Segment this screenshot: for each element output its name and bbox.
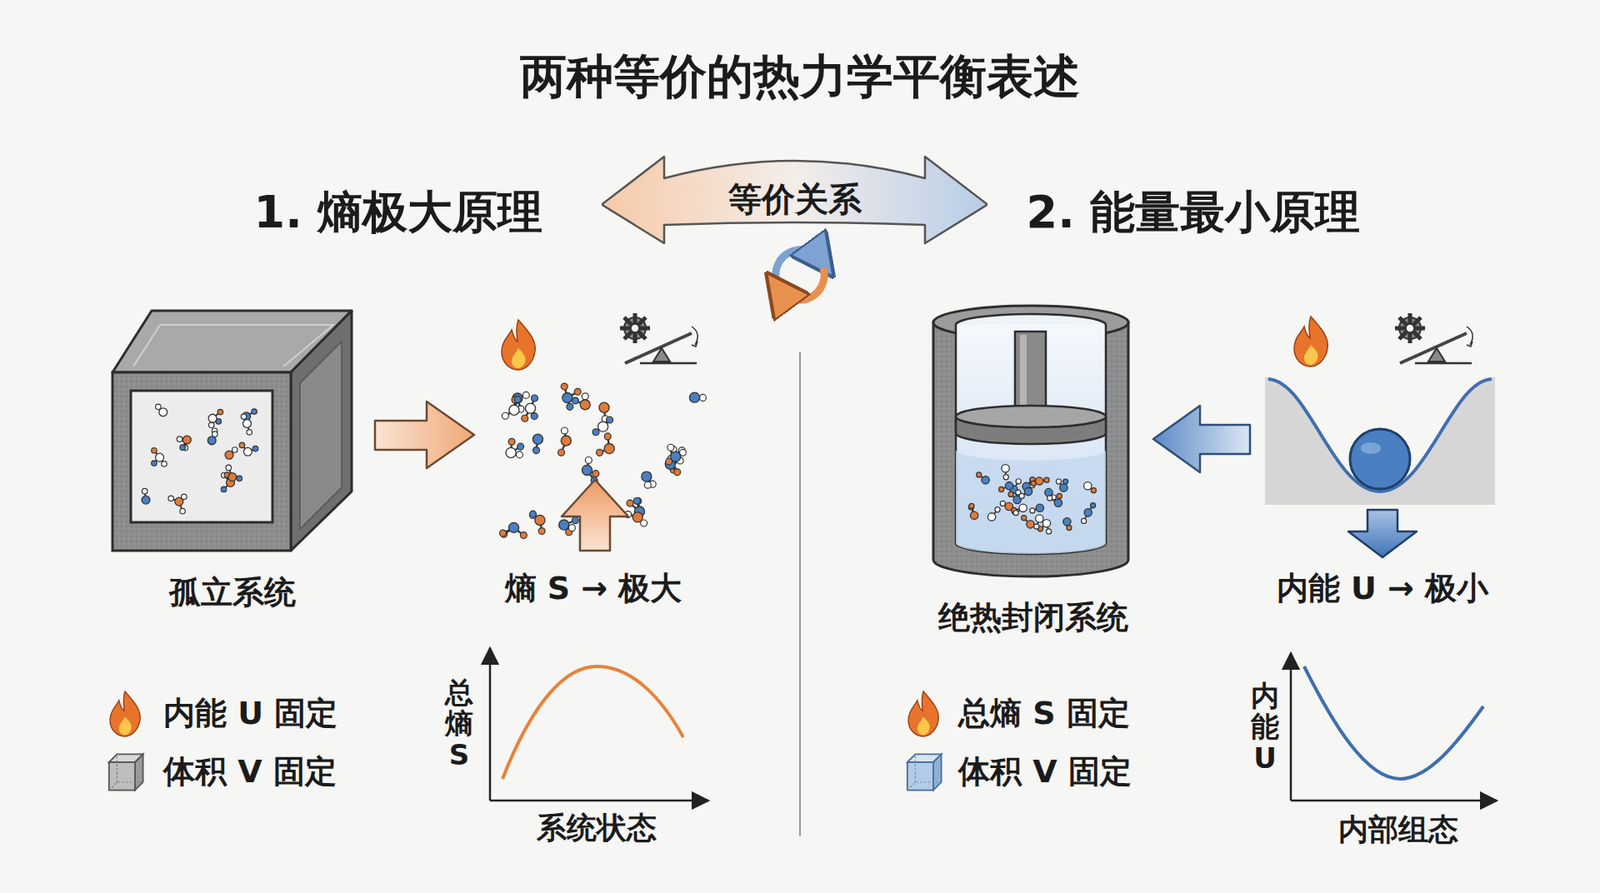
node-text: 等价关系 xyxy=(728,176,862,223)
principle-heading: 1. 熵极大原理 xyxy=(254,186,544,239)
result-label: 熵 S → 极大 xyxy=(505,570,683,608)
constraint-label: 内能 U 固定 xyxy=(163,695,338,733)
axis-label: 系统状态 xyxy=(536,810,657,845)
equivalence-arrow: 等价关系 xyxy=(601,153,988,245)
constraint-label: 体积 V 固定 xyxy=(958,754,1132,791)
system-label: 绝热封闭系统 xyxy=(938,600,1129,637)
constraint-label: 总熵 S 固定 xyxy=(958,695,1130,733)
result-label: 内能 U → 极小 xyxy=(1276,570,1489,608)
axis-label: 总熵 S xyxy=(445,677,474,771)
system-label: 孤立系统 xyxy=(169,575,296,612)
diagram-title: 两种等价的热力学平衡表述 xyxy=(520,50,1080,104)
constraint-label: 体积 V 固定 xyxy=(163,754,337,791)
axis-label: 内部组态 xyxy=(1338,812,1459,847)
axis-label: 内能 U xyxy=(1250,680,1280,775)
principle-heading: 2. 能量最小原理 xyxy=(1026,186,1361,239)
